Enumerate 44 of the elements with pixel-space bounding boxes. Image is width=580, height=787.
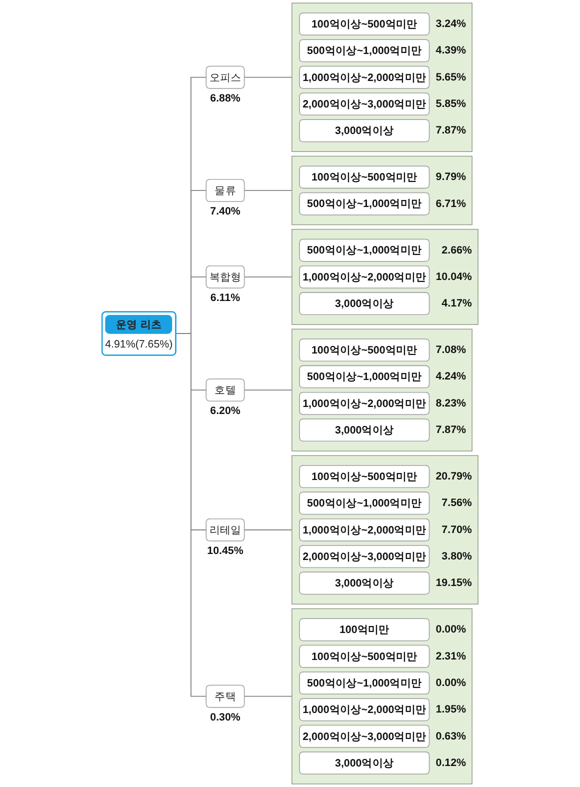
percentage-label: 2.66% [442, 244, 472, 256]
cluster [292, 156, 472, 226]
percentage-label: 1.95% [436, 704, 466, 716]
percentage-label: 7.87% [436, 424, 466, 436]
percentage-label: 7.40% [210, 205, 240, 218]
percentage-label: 6.11% [210, 292, 240, 304]
percentage-label: 0.63% [436, 730, 466, 742]
percentage-label: 7.56% [442, 497, 472, 510]
cluster [292, 2, 472, 152]
percentage-label: 10.04% [436, 270, 472, 283]
connector [175, 333, 207, 697]
connector [244, 190, 292, 191]
percentage-label: 5.65% [436, 71, 466, 84]
percentage-label: 7.70% [442, 524, 472, 536]
percentage-label: 0.00% [436, 677, 466, 689]
percentage-label: 2.31% [436, 650, 466, 662]
percentage-label: 6.71% [436, 198, 466, 210]
percentage-label: 3.24% [436, 18, 466, 30]
connector [244, 696, 292, 697]
percentage-label: 19.15% [436, 577, 472, 590]
connector [244, 276, 292, 278]
percentage-label: 4.24% [436, 370, 466, 383]
percentage-label: 20.79% [436, 470, 472, 483]
cluster [292, 328, 472, 452]
percentage-label: 0.12% [436, 757, 466, 769]
percentage-label: 0.00% [436, 624, 466, 636]
percentage-label: 0.30% [210, 711, 240, 724]
connector [244, 76, 292, 78]
percentage-label: 8.23% [436, 397, 466, 410]
cluster [292, 228, 478, 325]
connector [244, 529, 292, 530]
percentage-label: 9.79% [436, 171, 466, 184]
cluster [292, 455, 478, 605]
percentage-label: 3.80% [442, 550, 472, 563]
connector [244, 390, 292, 391]
percentage-label: 4.17% [442, 298, 472, 310]
percentage-label: 10.45% [207, 544, 244, 557]
percentage-label: 6.20% [210, 405, 240, 418]
cluster [292, 608, 472, 784]
percentage-label: 5.85% [436, 98, 466, 110]
percentage-label: 6.88% [210, 92, 240, 104]
percentage-label: 7.87% [436, 124, 466, 137]
percentage-label: 4.39% [436, 44, 466, 57]
percentage-label: 7.08% [436, 344, 466, 356]
